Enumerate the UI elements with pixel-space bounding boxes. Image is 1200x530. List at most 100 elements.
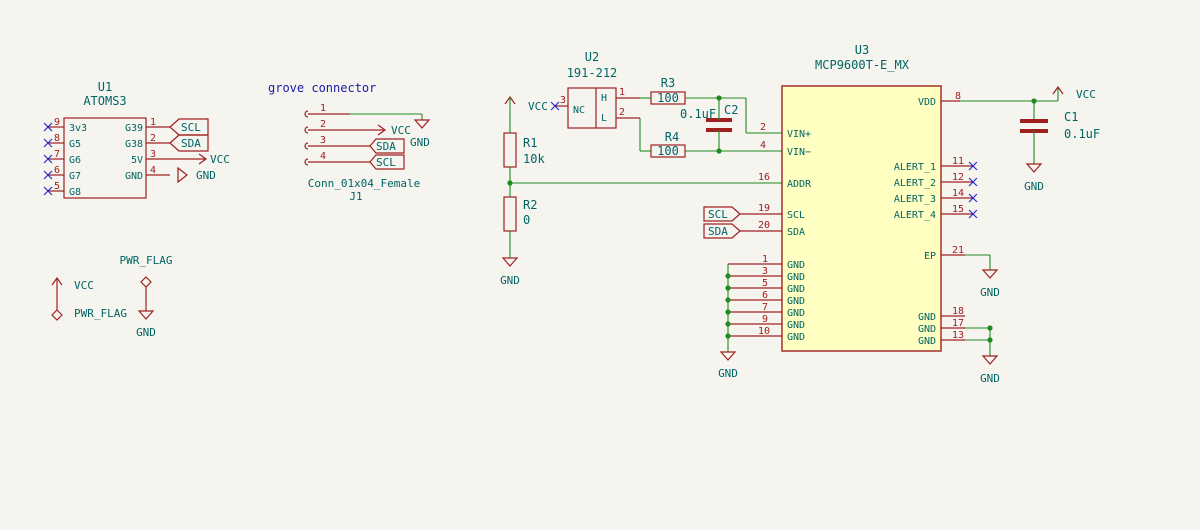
svg-text:R3: R3 bbox=[661, 76, 675, 90]
svg-text:5: 5 bbox=[762, 278, 768, 289]
svg-text:19: 19 bbox=[758, 203, 770, 214]
svg-text:5V: 5V bbox=[131, 155, 143, 166]
u1-nc-markers bbox=[43, 122, 53, 196]
j1-sda-label[interactable]: SDA bbox=[369, 138, 405, 154]
svg-text:20: 20 bbox=[758, 220, 770, 231]
u1-ref: U1 bbox=[98, 80, 112, 94]
svg-text:GND: GND bbox=[918, 324, 936, 335]
svg-text:7: 7 bbox=[762, 302, 768, 313]
svg-text:14: 14 bbox=[952, 188, 964, 199]
svg-text:G8: G8 bbox=[69, 187, 81, 198]
divider-wires bbox=[501, 95, 782, 267]
j1-scl-label[interactable]: SCL bbox=[369, 154, 405, 170]
u3-scl-label[interactable]: SCL bbox=[703, 206, 741, 222]
u1-value: ATOMS3 bbox=[83, 94, 126, 108]
svg-text:100: 100 bbox=[657, 91, 679, 105]
svg-text:13: 13 bbox=[952, 330, 964, 341]
svg-text:L: L bbox=[601, 113, 607, 124]
svg-text:GND: GND bbox=[1024, 180, 1044, 193]
svg-text:4: 4 bbox=[320, 151, 326, 162]
svg-text:SDA: SDA bbox=[181, 137, 201, 150]
svg-text:10k: 10k bbox=[523, 152, 545, 166]
c2-capacitor[interactable]: 0.1uF C2 bbox=[680, 103, 738, 132]
svg-text:VCC: VCC bbox=[210, 153, 230, 166]
r4-resistor[interactable]: R4 100 bbox=[650, 130, 686, 158]
svg-text:SCL: SCL bbox=[787, 210, 805, 221]
j1-ref: J1 bbox=[349, 190, 362, 203]
u1-scl-label[interactable]: SCL bbox=[169, 118, 209, 136]
svg-text:6: 6 bbox=[762, 290, 768, 301]
u3-right-gnd-bus bbox=[965, 325, 999, 365]
pwr-flags[interactable]: PWR_FLAG GND VCC PWR_FLAG bbox=[51, 254, 173, 339]
svg-text:1: 1 bbox=[762, 254, 768, 265]
svg-text:2: 2 bbox=[760, 122, 766, 133]
u1-gnd-symbol[interactable]: GND bbox=[177, 166, 216, 184]
u2-wires bbox=[639, 95, 782, 154]
svg-text:0.1uF: 0.1uF bbox=[1064, 127, 1100, 141]
svg-text:SDA: SDA bbox=[376, 140, 396, 153]
svg-text:6: 6 bbox=[54, 165, 60, 176]
svg-text:G6: G6 bbox=[69, 155, 81, 166]
u3-gnd-right-label: GND bbox=[980, 372, 1000, 385]
r1-resistor[interactable]: R1 10k bbox=[503, 132, 545, 168]
svg-text:191-212: 191-212 bbox=[567, 66, 618, 80]
svg-text:ALERT_2: ALERT_2 bbox=[894, 178, 936, 189]
u1-body bbox=[63, 117, 147, 199]
svg-text:4: 4 bbox=[760, 140, 766, 151]
svg-text:SCL: SCL bbox=[708, 208, 728, 221]
svg-text:GND: GND bbox=[787, 284, 805, 295]
svg-text:U3: U3 bbox=[855, 43, 869, 57]
c1-capacitor[interactable]: VCC C1 0.1uF GND bbox=[960, 85, 1100, 193]
svg-text:10: 10 bbox=[758, 326, 770, 337]
svg-text:ALERT_1: ALERT_1 bbox=[894, 162, 936, 173]
svg-text:PWR_FLAG: PWR_FLAG bbox=[120, 254, 173, 267]
svg-text:GND: GND bbox=[787, 260, 805, 271]
u3-mcp9600[interactable]: U3 MCP9600T-E_MX 2 4 16 19 20 VIN+ VIN− … bbox=[728, 43, 978, 352]
svg-text:G7: G7 bbox=[69, 171, 81, 182]
svg-text:ADDR: ADDR bbox=[787, 179, 812, 190]
svg-text:ALERT_4: ALERT_4 bbox=[894, 210, 936, 221]
r2-resistor[interactable]: R2 0 bbox=[503, 196, 537, 232]
svg-text:SCL: SCL bbox=[181, 121, 201, 134]
svg-text:5: 5 bbox=[54, 181, 60, 192]
svg-text:VCC: VCC bbox=[1076, 88, 1096, 101]
svg-text:GND: GND bbox=[196, 169, 216, 182]
svg-text:8: 8 bbox=[54, 133, 60, 144]
svg-text:2: 2 bbox=[320, 119, 326, 130]
svg-text:G5: G5 bbox=[69, 139, 81, 150]
svg-text:VIN+: VIN+ bbox=[787, 129, 811, 140]
svg-text:GND: GND bbox=[787, 308, 805, 319]
r3-resistor[interactable]: R3 100 bbox=[650, 76, 686, 105]
svg-text:3: 3 bbox=[560, 95, 566, 106]
j1-value: Conn_01x04_Female bbox=[308, 177, 421, 190]
u1-sda-label[interactable]: SDA bbox=[169, 134, 209, 152]
svg-text:0: 0 bbox=[523, 213, 530, 227]
j1-gnd-symbol bbox=[413, 119, 431, 129]
u3-sda-label[interactable]: SDA bbox=[703, 223, 741, 239]
svg-text:15: 15 bbox=[952, 204, 964, 215]
svg-text:12: 12 bbox=[952, 172, 964, 183]
svg-text:3: 3 bbox=[762, 266, 768, 277]
u1-vcc-symbol[interactable]: VCC bbox=[170, 153, 230, 166]
svg-text:NC: NC bbox=[573, 105, 585, 116]
u3-gnd-left-label: GND bbox=[718, 367, 738, 380]
svg-text:U2: U2 bbox=[585, 50, 599, 64]
j1-grove-connector[interactable]: grove connector 1 2 3 4 GND VCC SDA SCL … bbox=[268, 81, 431, 203]
u1-atoms3[interactable]: U1 ATOMS3 9 8 7 6 5 3v3 G5 G6 G7 G8 1 bbox=[43, 80, 170, 199]
svg-text:SCL: SCL bbox=[376, 156, 396, 169]
svg-text:PWR_FLAG: PWR_FLAG bbox=[74, 307, 127, 320]
svg-text:100: 100 bbox=[657, 144, 679, 158]
svg-text:VCC: VCC bbox=[391, 124, 411, 137]
svg-text:R2: R2 bbox=[523, 198, 537, 212]
svg-text:ALERT_3: ALERT_3 bbox=[894, 194, 936, 205]
svg-text:G38: G38 bbox=[125, 139, 143, 150]
svg-text:9: 9 bbox=[762, 314, 768, 325]
svg-text:4: 4 bbox=[150, 165, 156, 176]
svg-text:VCC: VCC bbox=[528, 100, 548, 113]
svg-text:EP: EP bbox=[924, 251, 936, 262]
svg-text:21: 21 bbox=[952, 245, 964, 256]
svg-text:SDA: SDA bbox=[708, 225, 728, 238]
u2-sensor[interactable]: U2 191-212 NC H L 3 VCC 1 2 bbox=[528, 50, 640, 129]
svg-text:17: 17 bbox=[952, 318, 964, 329]
